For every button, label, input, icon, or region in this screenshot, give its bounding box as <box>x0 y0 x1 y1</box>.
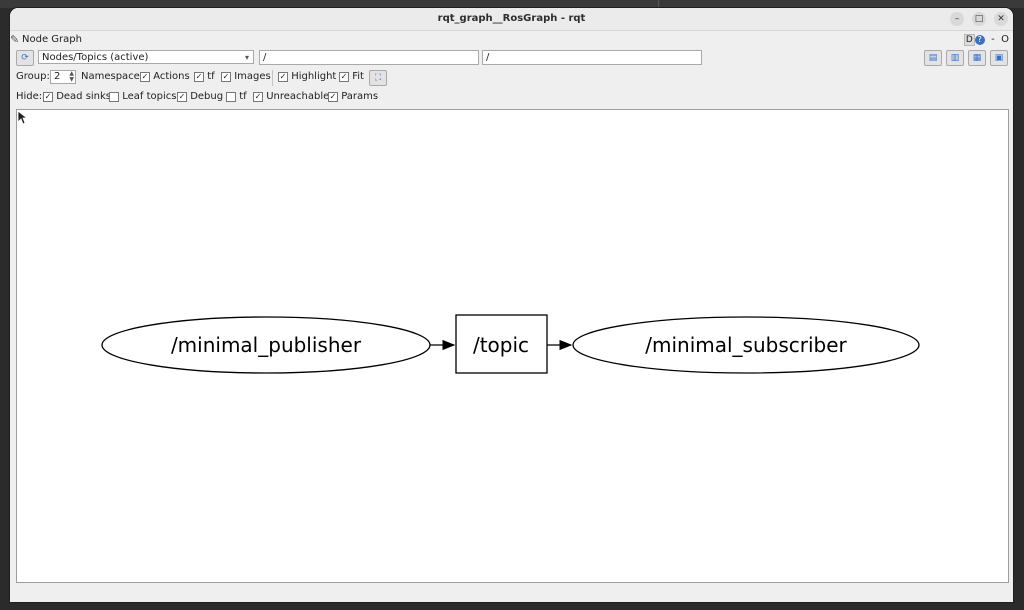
tf-label: tf <box>207 71 215 82</box>
options-row: Group: 2 ▲▼ Namespaces ✓ Actions ✓ tf ✓ … <box>10 69 1013 87</box>
fit-checkbox[interactable]: ✓ <box>339 71 349 82</box>
spin-arrows-icon: ▲▼ <box>69 70 74 83</box>
window-title: rqt_graph__RosGraph - rqt <box>437 13 586 24</box>
namespaces-label: Namespaces <box>81 71 146 82</box>
fit-option[interactable]: ✓ Fit <box>339 71 364 83</box>
images-label: Images <box>234 71 271 82</box>
rqt-window: rqt_graph__RosGraph - rqt – □ ✕ ✎ Node G… <box>10 8 1013 602</box>
save-dot-icon[interactable]: ▥ <box>946 50 964 66</box>
graph-type-value: Nodes/Topics (active) <box>42 52 149 63</box>
topic-node-label: /topic <box>473 333 529 357</box>
debug-checkbox[interactable]: ✓ <box>177 91 187 102</box>
background-terminal <box>0 0 1024 8</box>
leaf-topics-label: Leaf topics <box>122 91 177 102</box>
group-value: 2 <box>54 71 61 82</box>
hide-row: Hide: ✓ Dead sinks Leaf topics ✓ Debug t… <box>10 89 1013 107</box>
hide-tf-label: tf <box>239 91 247 102</box>
save-svg-icon[interactable]: ▦ <box>968 50 986 66</box>
mouse-cursor-icon <box>17 110 29 125</box>
params-option[interactable]: ✓ Params <box>328 91 378 103</box>
refresh-icon[interactable]: ⟳ <box>16 50 34 66</box>
fit-label: Fit <box>352 71 364 82</box>
dead-sinks-option[interactable]: ✓ Dead sinks <box>43 91 111 103</box>
node-filter-input[interactable] <box>259 50 479 65</box>
leaf-topics-checkbox[interactable] <box>109 91 119 102</box>
plugin-tool-icon: ✎ <box>10 33 20 46</box>
actions-option[interactable]: ✓ Actions <box>140 71 190 83</box>
tf-checkbox[interactable]: ✓ <box>194 71 204 82</box>
publisher-node-label: /minimal_publisher <box>171 333 362 357</box>
tf-option[interactable]: ✓ tf <box>194 71 215 83</box>
debug-label: Debug <box>190 91 224 102</box>
options-separator <box>272 70 273 86</box>
close-button[interactable]: ✕ <box>994 12 1008 26</box>
debug-option[interactable]: ✓ Debug <box>177 91 223 103</box>
save-image-icon[interactable]: ▣ <box>990 50 1008 66</box>
plugin-title: Node Graph <box>22 34 82 45</box>
group-spinbox[interactable]: 2 ▲▼ <box>50 70 76 84</box>
subscriber-node[interactable] <box>572 316 920 374</box>
hide-label: Hide: <box>16 91 43 102</box>
graph-type-combo[interactable]: Nodes/Topics (active) ▾ <box>38 50 254 64</box>
title-bar: rqt_graph__RosGraph - rqt – □ ✕ <box>10 8 1013 31</box>
load-dot-icon[interactable]: ▤ <box>924 50 942 66</box>
dead-sinks-label: Dead sinks <box>56 91 112 102</box>
filter-toolbar: ⟳ Nodes/Topics (active) ▾ ▤ ▥ ▦ ▣ <box>10 49 1013 67</box>
background-divider <box>658 0 659 8</box>
highlight-label: Highlight <box>291 71 337 82</box>
dock-d-button[interactable]: D <box>963 34 975 46</box>
actions-label: Actions <box>153 71 190 82</box>
topic-node[interactable] <box>455 314 548 374</box>
help-icon[interactable]: ? <box>974 35 985 45</box>
group-label: Group: <box>16 71 50 82</box>
actions-checkbox[interactable]: ✓ <box>140 71 150 82</box>
plugin-controls: D? - O <box>963 34 1009 46</box>
subscriber-node-label: /minimal_subscriber <box>645 333 847 357</box>
graph-svg: /minimal_publisher /topic /minimal_subsc… <box>101 314 920 374</box>
params-checkbox[interactable]: ✓ <box>328 91 338 102</box>
highlight-checkbox[interactable]: ✓ <box>278 71 288 82</box>
hide-tf-option[interactable]: tf <box>226 91 247 103</box>
images-checkbox[interactable]: ✓ <box>221 71 231 82</box>
graph-canvas[interactable]: /minimal_publisher /topic /minimal_subsc… <box>16 109 1009 583</box>
topic-filter-input[interactable] <box>482 50 702 65</box>
minimize-button[interactable]: – <box>950 12 964 26</box>
unreachable-option[interactable]: ✓ Unreachable <box>253 91 329 103</box>
fit-view-icon[interactable]: ⛶ <box>369 70 387 86</box>
maximize-button[interactable]: □ <box>972 12 986 26</box>
unreachable-label: Unreachable <box>266 91 330 102</box>
plugin-close-button[interactable]: O <box>1001 34 1009 45</box>
chevron-down-icon: ▾ <box>244 53 249 62</box>
plugin-header: ✎ Node Graph D? - O <box>10 32 1013 48</box>
params-label: Params <box>341 91 379 102</box>
images-option[interactable]: ✓ Images <box>221 71 271 83</box>
plugin-minimize-button[interactable]: - <box>991 34 995 45</box>
unreachable-checkbox[interactable]: ✓ <box>253 91 263 102</box>
hide-tf-checkbox[interactable] <box>226 91 236 102</box>
dead-sinks-checkbox[interactable]: ✓ <box>43 91 53 102</box>
highlight-option[interactable]: ✓ Highlight <box>278 71 336 83</box>
leaf-topics-option[interactable]: Leaf topics <box>109 91 176 103</box>
